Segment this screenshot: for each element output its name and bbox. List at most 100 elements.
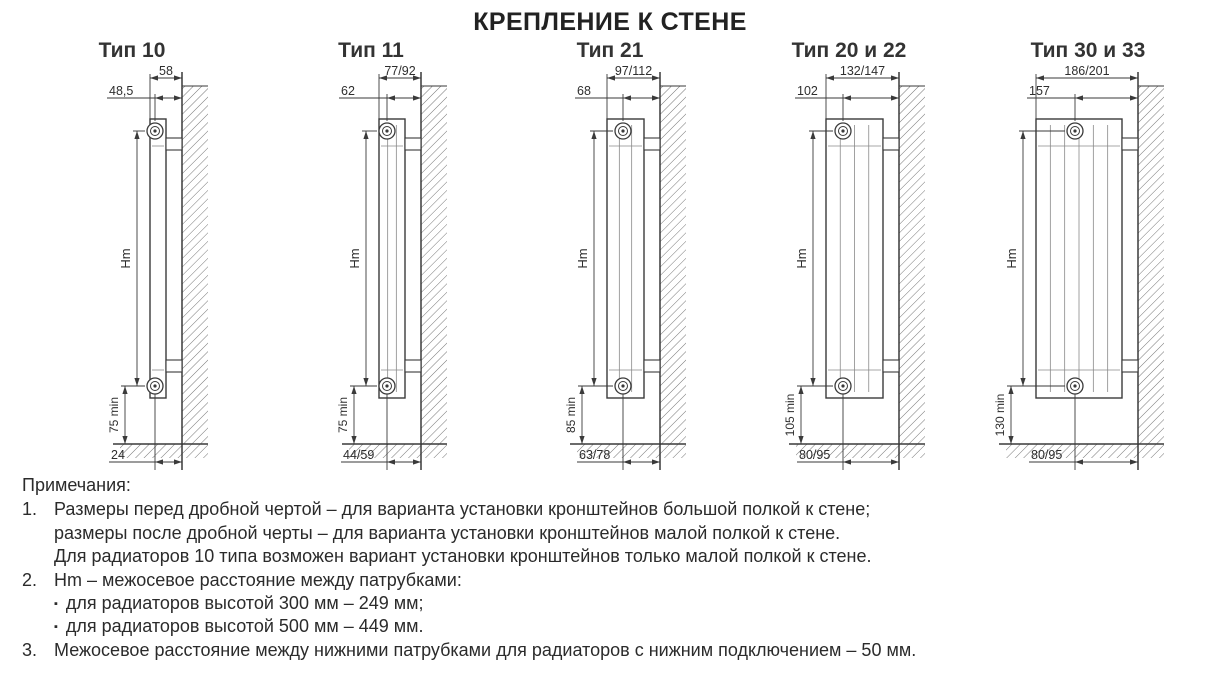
note-line: Межосевое расстояние между нижними патру… — [54, 639, 917, 660]
floor-hatch — [1005, 444, 1138, 458]
radiator-body — [148, 118, 167, 399]
dim-arrow — [809, 131, 816, 139]
note-item-2: 2. Hm – межосевое расстояние между патру… — [22, 569, 1196, 639]
note-item-1: 1. Размеры перед дробной чертой – для ва… — [22, 498, 1196, 568]
dim-arrow — [578, 436, 585, 444]
drawing-svg: 58 48,5Hm 75 min 24 — [106, 64, 208, 470]
dim-arrow — [1129, 459, 1138, 465]
dim-arrow — [173, 95, 182, 101]
dim-pipe-axis-depth: 157 — [1026, 84, 1138, 121]
wall-bracket-top — [1120, 137, 1139, 151]
dim-arrow — [890, 95, 899, 101]
radiator-body — [605, 118, 645, 399]
note-line: размеры после дробной черты – для вариан… — [54, 522, 841, 543]
dim-arrow — [797, 386, 804, 394]
dim-arrow — [350, 386, 357, 394]
min-clearance-label: 130 min — [993, 394, 1007, 437]
dim-bottom-offset: 80/95 — [796, 394, 899, 470]
note-number: 1. — [22, 499, 38, 520]
min-clearance-label: 75 min — [107, 397, 121, 433]
min-clearance-label: 75 min — [336, 397, 350, 433]
wall-hatch — [420, 86, 447, 458]
dim-min-clearance: 75 min — [107, 386, 128, 444]
note-line: Для радиаторов 10 типа возможен вариант … — [54, 546, 872, 567]
wall-bracket-bottom — [403, 359, 422, 373]
dim-hm: Hm — [794, 130, 833, 387]
wall-bracket-top — [403, 137, 422, 151]
dim-hm: Hm — [347, 130, 377, 387]
note-text: Hm – межосевое расстояние между патрубка… — [54, 569, 1196, 639]
diagram-label: Тип 11 — [338, 39, 404, 62]
wall-bracket-top — [164, 137, 183, 151]
dim-arrow — [412, 459, 421, 465]
dim-min-clearance: 105 min — [783, 386, 804, 444]
dim-arrow — [154, 459, 163, 465]
dim-arrow — [797, 436, 804, 444]
dim-arrow — [606, 75, 615, 81]
dim-arrow — [1035, 75, 1044, 81]
dim-arrow — [622, 459, 631, 465]
dim-bottom-offset: 63/78 — [576, 394, 660, 470]
dim-overall-depth: 97/112 — [606, 64, 660, 119]
dim-bottom-offset: 24 — [108, 394, 182, 470]
dim-arrow — [1129, 75, 1138, 81]
note-bullet-line: ▪ для радиаторов высотой 300 мм – 249 мм; — [54, 592, 1196, 615]
dim-arrow — [386, 95, 395, 101]
diagram-label: Тип 20 и 22 — [791, 39, 907, 62]
hm-label: Hm — [1004, 248, 1019, 268]
wall-bracket-bottom — [881, 359, 900, 373]
bullet-icon: ▪ — [54, 621, 58, 634]
dim-arrow — [578, 386, 585, 394]
wall-hatch — [181, 86, 208, 458]
dim-overall-depth: 77/92 — [378, 64, 421, 119]
dim-bottom-offset: 80/95 — [1028, 394, 1138, 470]
wall-bracket-bottom — [642, 359, 661, 373]
overall-depth-label: 58 — [159, 64, 173, 78]
wall-bracket-top — [642, 137, 661, 151]
dim-min-clearance: 85 min — [564, 386, 585, 444]
note-text: Размеры перед дробной чертой – для вариа… — [54, 498, 1196, 568]
dim-pipe-axis-depth: 48,5 — [106, 84, 182, 121]
dim-arrow — [622, 95, 631, 101]
floor-hatch — [795, 444, 899, 458]
radiator-body — [377, 118, 406, 399]
dim-arrow — [386, 459, 395, 465]
overall-depth-label: 132/147 — [839, 64, 884, 78]
dim-overall-depth: 186/201 — [1035, 64, 1138, 119]
dim-arrow — [809, 378, 816, 386]
hm-label: Hm — [118, 248, 133, 268]
dim-arrow — [590, 131, 597, 139]
note-item-3: 3. Межосевое расстояние между нижними па… — [22, 639, 1196, 662]
bottom-offset-label: 24 — [111, 448, 125, 462]
dim-arrow — [842, 459, 851, 465]
page-title: КРЕПЛЕНИЕ К СТЕНЕ — [473, 8, 747, 36]
min-clearance-label: 85 min — [564, 397, 578, 433]
bullet-icon: ▪ — [54, 597, 58, 610]
hm-label: Hm — [794, 248, 809, 268]
bottom-offset-label: 80/95 — [1031, 448, 1062, 462]
dim-arrow — [842, 95, 851, 101]
notes-heading: Примечания: — [22, 475, 131, 495]
dim-arrow — [651, 459, 660, 465]
dim-arrow — [133, 131, 140, 139]
bottom-offset-label: 80/95 — [799, 448, 830, 462]
dim-arrow — [362, 131, 369, 139]
wall-bracket-bottom — [164, 359, 183, 373]
note-line: для радиаторов высотой 300 мм – 249 мм; — [65, 592, 424, 613]
wall-hatch — [898, 86, 925, 458]
dim-arrow — [1007, 436, 1014, 444]
dim-arrow — [1074, 459, 1083, 465]
hm-label: Hm — [575, 248, 590, 268]
pipe-axis-depth-label: 157 — [1029, 84, 1050, 98]
dim-pipe-axis-depth: 102 — [794, 84, 899, 121]
dim-min-clearance: 130 min — [993, 386, 1014, 444]
dim-arrow — [121, 436, 128, 444]
